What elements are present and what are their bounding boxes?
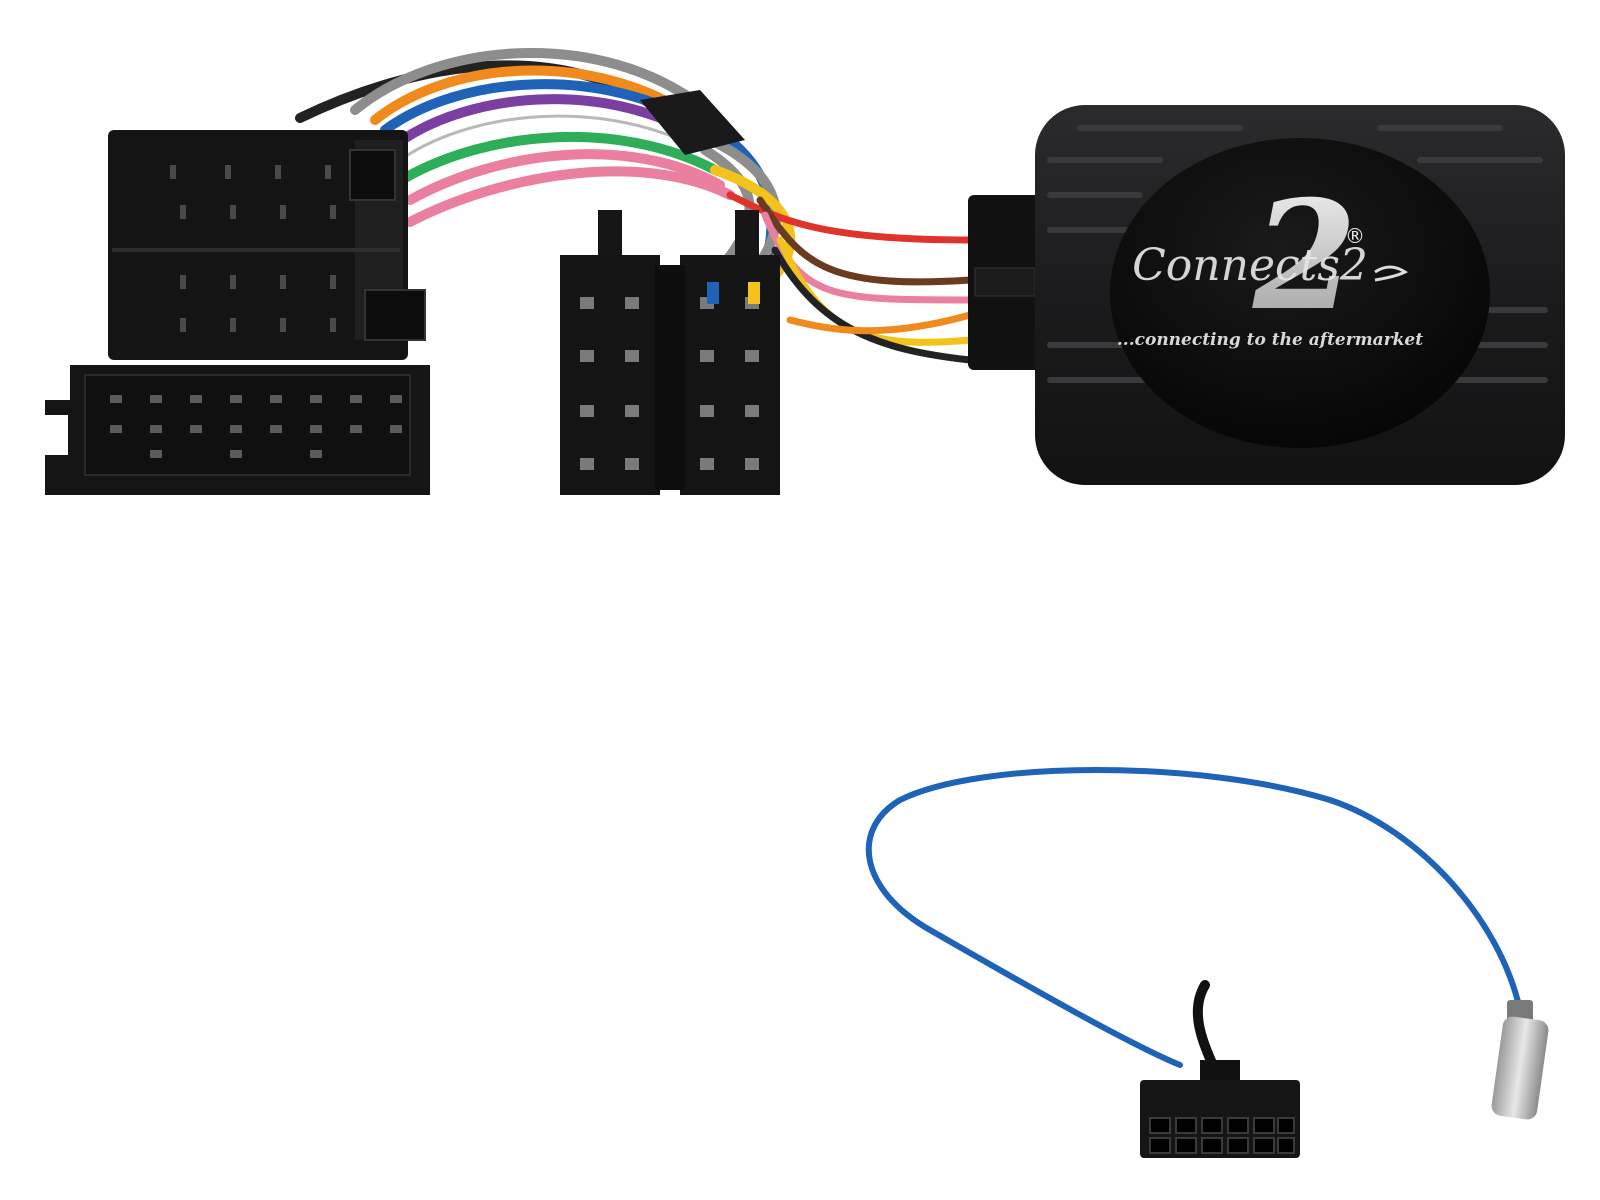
brand-logo-digit: 2 (1252, 168, 1357, 344)
registered-mark: ® (1345, 224, 1365, 248)
patch-lead-icon (865, 767, 1523, 1085)
brand-logo-wordmark: Connects2 (1132, 240, 1368, 291)
iso-connector-icon (560, 210, 780, 495)
loom-tape (640, 90, 745, 155)
jack-plug-icon (1491, 1000, 1549, 1120)
molex-plug-icon (1140, 1060, 1300, 1158)
brand-tagline: ...connecting to the aftermarket (1117, 330, 1423, 350)
interface-module-icon (968, 105, 1565, 485)
swoosh-icon (1374, 265, 1408, 282)
quadlock-connector-icon (45, 130, 430, 495)
brand-logo: 2 Connects2 ® ...connecting to the after… (1117, 168, 1423, 350)
